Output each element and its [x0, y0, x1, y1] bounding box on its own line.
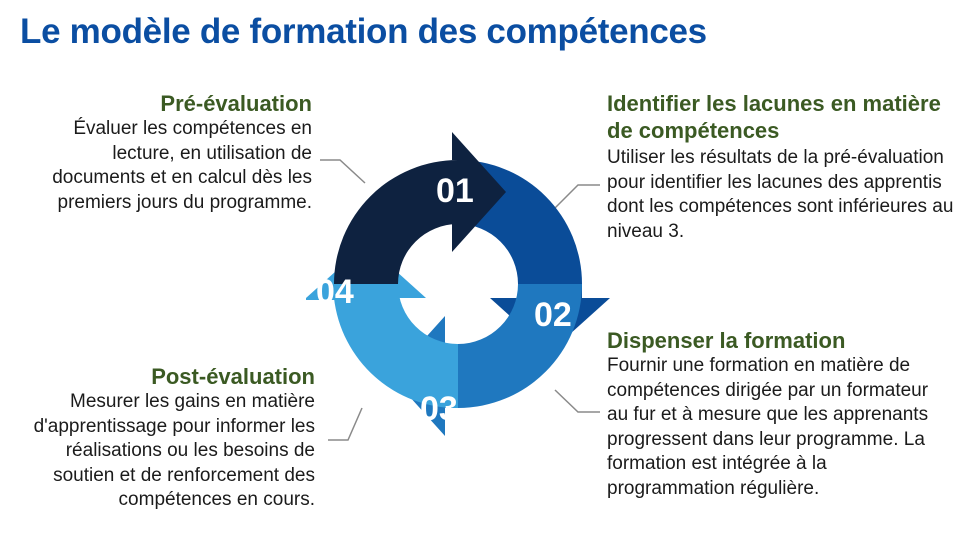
step-number-04: 04	[316, 273, 354, 311]
step-description: Utiliser les résultats de la pré-évaluat…	[607, 147, 954, 242]
connector-line-01	[320, 159, 366, 184]
cycle-arrow-01	[334, 132, 506, 284]
step-description: Fournir une formation en matière de comp…	[607, 355, 929, 499]
step-description: Évaluer les compétences en lecture, en u…	[52, 118, 312, 213]
step-dispenser-formation: Dispenser la formation Fournir une forma…	[607, 327, 952, 501]
step-pre-evaluation: Pré-évaluation Évaluer les compétences e…	[40, 90, 312, 215]
step-number-02: 02	[534, 296, 572, 334]
step-heading: Post-évaluation	[151, 364, 315, 389]
page-title: Le modèle de formation des compétences	[20, 12, 707, 51]
step-number-01: 01	[436, 172, 474, 210]
cycle-arrow-04-body	[334, 298, 458, 409]
connector-line-02	[554, 184, 600, 209]
step-heading: Pré-évaluation	[160, 91, 312, 116]
connector-line-04	[328, 407, 363, 441]
connector-line-03	[554, 389, 600, 413]
step-description: Mesurer les gains en matière d'apprentis…	[33, 391, 315, 510]
step-heading: Identifier les lacunes en matière de com…	[607, 91, 941, 143]
step-identifier-lacunes: Identifier les lacunes en matière de com…	[607, 90, 957, 244]
step-post-evaluation: Post-évaluation Mesurer les gains en mat…	[10, 363, 315, 513]
step-heading: Dispenser la formation	[607, 328, 846, 353]
step-number-03: 03	[420, 390, 458, 428]
